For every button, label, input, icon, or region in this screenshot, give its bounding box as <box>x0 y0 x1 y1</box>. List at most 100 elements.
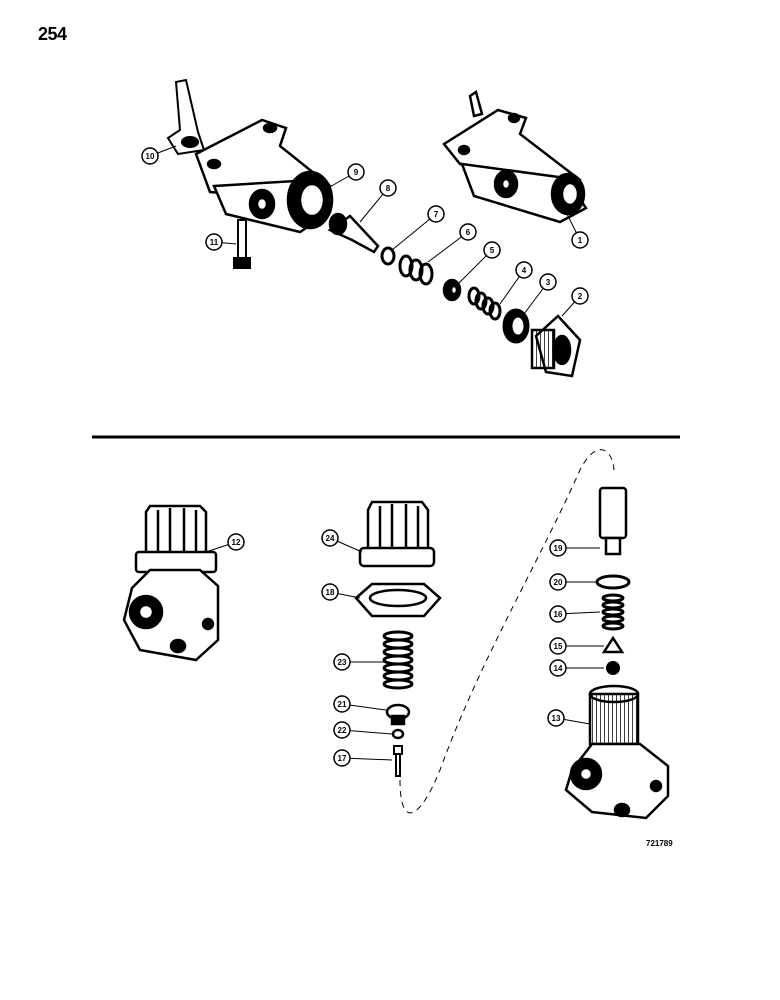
callout-circle <box>333 695 351 713</box>
assembly-path <box>399 449 615 814</box>
callout-circle <box>333 721 351 739</box>
callout-1: 1 <box>565 211 589 249</box>
callout-number: 13 <box>552 714 561 723</box>
callout-circle <box>205 233 223 251</box>
callout-9: 9 <box>327 163 365 189</box>
callout-circle <box>549 539 567 557</box>
callout-circle <box>227 533 245 551</box>
callout-number: 14 <box>554 664 563 673</box>
callout-23: 23 <box>333 653 384 671</box>
pin-part <box>393 745 403 777</box>
callout-number: 15 <box>554 642 563 651</box>
callout-circle <box>321 583 339 601</box>
callout-20: 20 <box>549 573 596 591</box>
callout-10: 10 <box>141 145 177 165</box>
callout-leader <box>391 213 437 251</box>
relief-valve-assembled <box>122 504 220 662</box>
cap-part <box>358 500 436 568</box>
o-ring-part-lower <box>595 574 631 590</box>
callout-14: 14 <box>549 659 604 677</box>
valve-housing-left <box>194 118 334 234</box>
o-ring-part <box>380 246 396 266</box>
callout-13: 13 <box>547 709 591 727</box>
callout-circle <box>549 637 567 655</box>
callout-number: 16 <box>554 610 563 619</box>
callout-17: 17 <box>333 749 393 767</box>
callout-19: 19 <box>549 539 600 557</box>
callout-number: 9 <box>354 168 359 177</box>
poppet-part <box>598 486 628 556</box>
callout-circle <box>539 273 557 291</box>
callout-15: 15 <box>549 637 604 655</box>
spring-part-small <box>467 286 502 321</box>
callout-number: 18 <box>326 588 335 597</box>
callout-21: 21 <box>333 695 387 713</box>
callout-circle <box>333 749 351 767</box>
spring-part-lower <box>601 593 625 631</box>
plunger-part <box>327 212 380 254</box>
callout-11: 11 <box>205 233 237 251</box>
callout-circle <box>459 223 477 241</box>
valve-housing-right <box>442 89 588 224</box>
spring-seat-part <box>385 703 411 726</box>
callout-12: 12 <box>205 533 245 553</box>
callout-number: 8 <box>386 184 391 193</box>
callout-number: 21 <box>338 700 347 709</box>
callout-8: 8 <box>359 179 397 223</box>
callout-number: 4 <box>522 266 527 275</box>
callout-number: 10 <box>146 152 155 161</box>
callout-number: 7 <box>434 210 439 219</box>
page-number: 254 <box>38 24 67 44</box>
callout-circle <box>571 287 589 305</box>
callout-number: 11 <box>210 238 219 247</box>
callout-circle <box>483 241 501 259</box>
callout-number: 5 <box>490 246 495 255</box>
callout-number: 6 <box>466 228 471 237</box>
callout-circle <box>141 147 159 165</box>
callout-24: 24 <box>321 529 363 553</box>
callout-circle <box>547 709 565 727</box>
callout-circle <box>347 163 365 181</box>
callout-circle <box>571 231 589 249</box>
callout-4: 4 <box>499 261 533 305</box>
callout-number: 17 <box>338 754 347 763</box>
bolt-part <box>233 219 251 269</box>
callout-number: 23 <box>338 658 347 667</box>
callout-number: 1 <box>578 236 583 245</box>
plug-part <box>530 314 582 378</box>
spring-part-upper <box>398 254 434 286</box>
callout-number: 24 <box>326 534 335 543</box>
jam-nut-part <box>354 582 442 618</box>
seat-part <box>442 278 462 302</box>
bracket-part <box>166 78 206 156</box>
callout-number: 19 <box>554 544 563 553</box>
callout-number: 12 <box>232 538 241 547</box>
callout-circle <box>427 205 445 223</box>
callout-number: 3 <box>546 278 551 287</box>
valve-body-part <box>564 684 670 820</box>
callout-16: 16 <box>549 605 601 623</box>
callout-number: 22 <box>338 726 347 735</box>
callout-circle <box>379 179 397 197</box>
spring-part-large <box>382 630 414 690</box>
callout-7: 7 <box>391 205 445 251</box>
callout-6: 6 <box>427 223 477 263</box>
callout-circle <box>333 653 351 671</box>
callout-2: 2 <box>561 287 589 317</box>
callout-18: 18 <box>321 583 361 601</box>
callout-22: 22 <box>333 721 393 739</box>
callout-circle <box>549 605 567 623</box>
callout-circle <box>321 529 339 547</box>
washer-part <box>502 308 530 344</box>
callout-number: 20 <box>554 578 563 587</box>
cone-part <box>601 635 625 654</box>
figure-code: 721789 <box>646 839 673 848</box>
ball-part <box>606 661 620 675</box>
small-ring-part <box>391 728 405 740</box>
callout-3: 3 <box>523 273 557 315</box>
callout-number: 2 <box>578 292 583 301</box>
callout-circle <box>549 659 567 677</box>
callout-circle <box>515 261 533 279</box>
